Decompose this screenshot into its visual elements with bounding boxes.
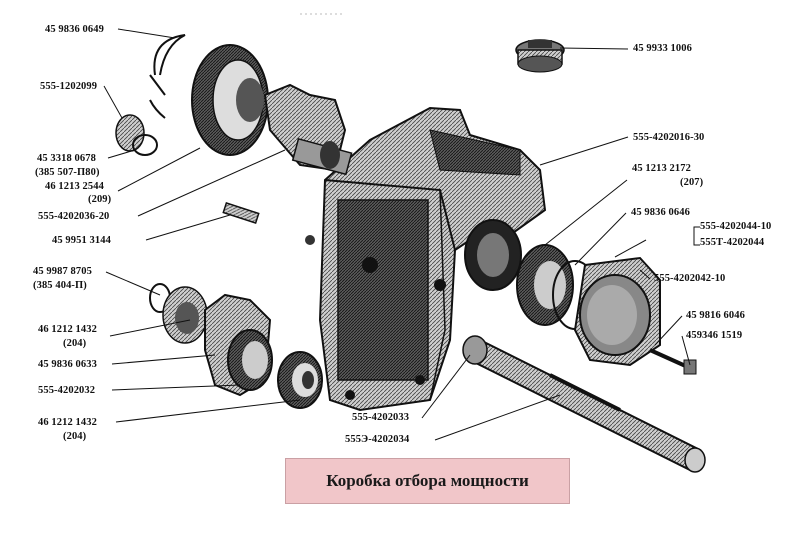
- label-555e-4202034: 555Э-4202034: [345, 434, 410, 445]
- label-555-4202033: 555-4202033: [352, 412, 410, 423]
- label-459346-1519: 459346 1519: [686, 330, 743, 341]
- right-cover-assembly: [516, 244, 697, 375]
- label-45-1213-2172: 45 1213 2172: [632, 163, 691, 174]
- label-555-4202036-20: 555-4202036-20: [38, 211, 110, 222]
- output-shaft: [462, 335, 706, 473]
- label-207: (207): [680, 177, 704, 188]
- title-banner: Коробка отбора мощности: [285, 458, 570, 504]
- label-385-404-p: (385 404-П): [33, 280, 87, 291]
- label-555-4202042-10: 555-4202042-10: [654, 273, 726, 284]
- stud-pin: [222, 202, 260, 224]
- label-204-lower: (204): [63, 431, 87, 442]
- label-45-9816-6046: 45 9816 6046: [686, 310, 745, 321]
- label-45-9836-0649: 45 9836 0649: [45, 24, 104, 35]
- label-46-1213-2544: 46 1213 2544: [45, 181, 104, 192]
- label-209: (209): [88, 194, 112, 205]
- label-46-1212-1432-upper: 46 1212 1432: [38, 324, 97, 335]
- lower-gear-assembly: [149, 283, 323, 409]
- label-555-4202032: 555-4202032: [38, 385, 96, 396]
- label-555-4202044-10: 555-4202044-10: [700, 221, 772, 232]
- label-45-9951-3144: 45 9951 3144: [52, 235, 111, 246]
- diagram-title: Коробка отбора мощности: [326, 471, 529, 490]
- label-45-9836-0633: 45 9836 0633: [38, 359, 97, 370]
- label-555-4202016-30: 555-4202016-30: [633, 132, 705, 143]
- upper-gear-assembly: [115, 34, 353, 176]
- label-204-upper: (204): [63, 338, 87, 349]
- label-45-9933-1006: 45 9933 1006: [633, 43, 692, 54]
- gearbox-housing: [305, 106, 547, 412]
- label-45-9836-0646: 45 9836 0646: [631, 207, 690, 218]
- leader-lines: [103, 28, 700, 441]
- label-45-9987-8705: 45 9987 8705: [33, 266, 92, 277]
- label-555t-4202044: 555Т-4202044: [700, 237, 765, 248]
- drain-plug: [515, 39, 565, 73]
- label-385-507-p80: (385 507-П80): [35, 167, 100, 178]
- label-555-1202099: 555-1202099: [40, 81, 98, 92]
- label-45-3318-0678: 45 3318 0678: [37, 153, 96, 164]
- label-46-1212-1432-lower: 46 1212 1432: [38, 417, 97, 428]
